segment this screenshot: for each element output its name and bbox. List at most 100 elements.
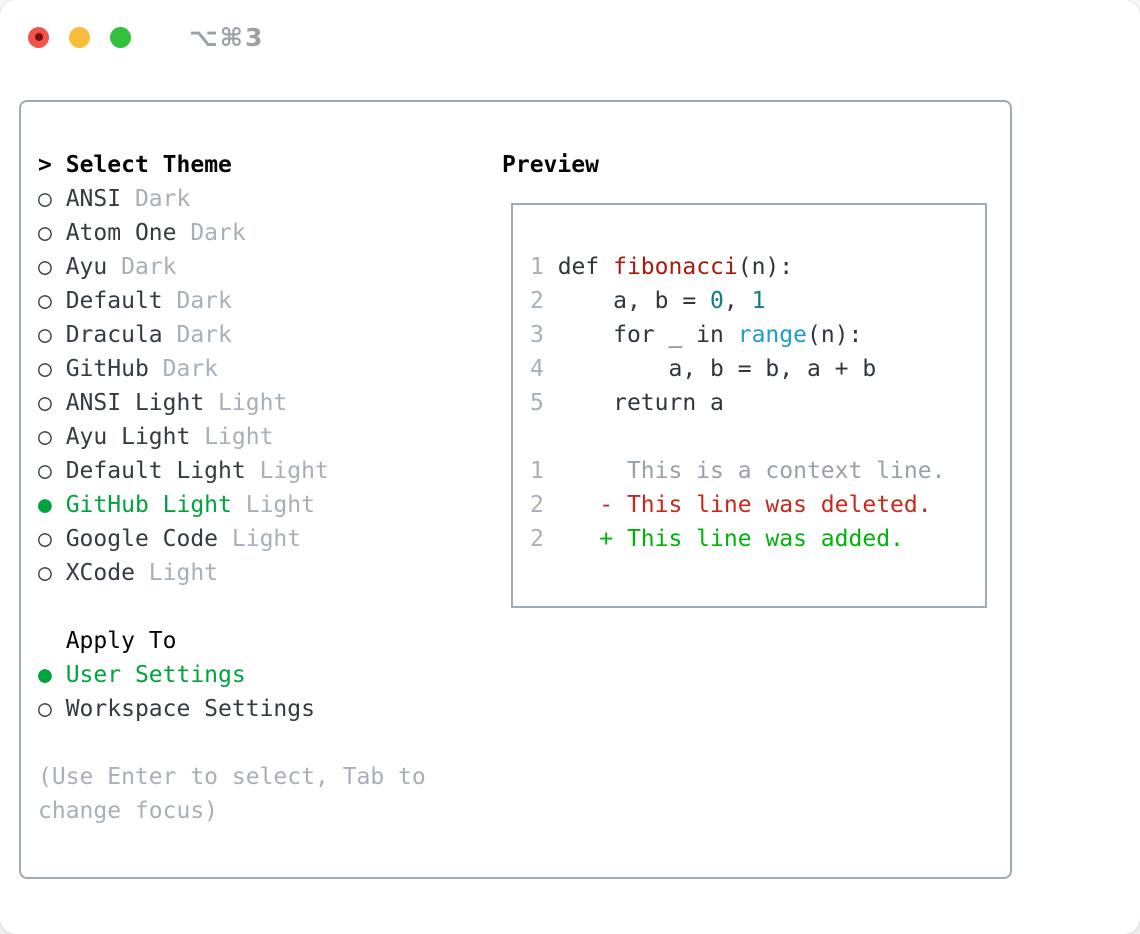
radio-icon: ○ <box>38 424 52 450</box>
code-token: , <box>723 288 752 314</box>
theme-picker-panel: > Select Theme ○ ANSI Dark○ Atom One Dar… <box>19 100 1012 879</box>
theme-variant-badge: Light <box>134 560 219 586</box>
radio-icon: ○ <box>38 356 52 382</box>
code-token: 0 <box>710 288 724 314</box>
theme-name: Default Light <box>51 458 246 484</box>
theme-option-row[interactable]: ○ ANSI Dark <box>38 182 458 216</box>
diff-line: 1 This is a context line. <box>530 454 985 488</box>
theme-name: Google Code <box>51 526 219 552</box>
theme-variant-badge: Dark <box>148 356 219 382</box>
radio-selected-icon: ● <box>38 492 52 518</box>
code-token: (n): <box>806 322 863 348</box>
apply-option-label: Workspace Settings <box>51 696 315 722</box>
code-line: 3 for _ in range(n): <box>530 318 985 352</box>
theme-variant-badge: Light <box>218 526 302 552</box>
spacer <box>38 726 458 760</box>
code-token: a, b = <box>543 288 711 314</box>
code-token: return a <box>543 390 724 416</box>
diff-line: 2 - This line was deleted. <box>530 488 985 522</box>
theme-option-row[interactable]: ○ Atom One Dark <box>38 216 458 250</box>
line-number: 1 <box>530 254 544 280</box>
radio-icon: ○ <box>38 254 52 280</box>
code-token: fibonacci <box>613 254 738 280</box>
theme-variant-badge: Dark <box>121 186 191 212</box>
theme-variant-badge: Light <box>190 424 274 450</box>
theme-option-row[interactable]: ○ XCode Light <box>38 556 458 590</box>
theme-name: GitHub Light <box>51 492 232 518</box>
code-token: (n): <box>737 254 794 280</box>
radio-icon: ○ <box>38 526 52 552</box>
code-line: 5 return a <box>530 386 985 420</box>
apply-option-row[interactable]: ○ Workspace Settings <box>38 692 458 726</box>
line-number: 2 <box>530 492 544 518</box>
line-number: 5 <box>530 390 544 416</box>
line-number: 2 <box>530 526 544 552</box>
theme-option-row[interactable]: ○ GitHub Dark <box>38 352 458 386</box>
theme-name: Dracula <box>51 322 163 348</box>
window-title: ⌥⌘3 <box>189 22 265 52</box>
theme-name: ANSI Light <box>51 390 205 416</box>
theme-variant-badge: Dark <box>176 220 246 246</box>
theme-variant-badge: Dark <box>107 254 177 280</box>
theme-name: ANSI <box>51 186 122 212</box>
radio-icon: ○ <box>38 288 52 314</box>
prompt-icon: > <box>38 152 52 178</box>
apply-to-title: Apply To <box>65 628 177 654</box>
code-line: 2 a, b = 0, 1 <box>530 284 985 318</box>
line-number: 2 <box>530 288 544 314</box>
code-token: def <box>543 254 614 280</box>
radio-icon: ○ <box>38 560 52 586</box>
radio-icon: ○ <box>38 186 52 212</box>
code-token: for _ in <box>543 322 738 348</box>
theme-name: XCode <box>51 560 135 586</box>
theme-variant-badge: Dark <box>162 288 232 314</box>
theme-option-row[interactable]: ● GitHub Light Light <box>38 488 458 522</box>
line-number: 1 <box>530 458 544 484</box>
theme-option-row[interactable]: ○ Dracula Dark <box>38 318 458 352</box>
hint-text: (Use Enter to select, Tab to change focu… <box>38 764 426 824</box>
theme-option-row[interactable]: ○ Default Light Light <box>38 454 458 488</box>
radio-icon: ○ <box>38 220 52 246</box>
code-line: 1 def fibonacci(n): <box>530 250 985 284</box>
radio-icon: ○ <box>38 390 52 416</box>
theme-option-row[interactable]: ○ Default Dark <box>38 284 458 318</box>
theme-name: Ayu Light <box>51 424 191 450</box>
radio-selected-icon: ● <box>38 662 52 688</box>
theme-variant-badge: Light <box>204 390 288 416</box>
apply-to-header: Apply To <box>38 624 458 658</box>
select-theme-title: Select Theme <box>65 152 232 178</box>
theme-option-row[interactable]: ○ Ayu Dark <box>38 250 458 284</box>
spacer <box>38 590 458 624</box>
code-token: This is a context line. <box>543 458 946 484</box>
line-number: 4 <box>530 356 544 382</box>
theme-option-row[interactable]: ○ ANSI Light Light <box>38 386 458 420</box>
spacer <box>530 420 985 454</box>
code-token: range <box>737 322 807 348</box>
line-number: 3 <box>530 322 544 348</box>
zoom-button[interactable] <box>110 26 131 48</box>
apply-option-row[interactable]: ● User Settings <box>38 658 458 692</box>
theme-name: Atom One <box>51 220 177 246</box>
minimize-button[interactable] <box>69 26 90 48</box>
diff-line: 2 + This line was added. <box>530 522 985 556</box>
preview-title: Preview <box>502 152 599 178</box>
theme-name: GitHub <box>51 356 149 382</box>
theme-option-row[interactable]: ○ Ayu Light Light <box>38 420 458 454</box>
theme-name: Ayu <box>51 254 108 280</box>
theme-name: Default <box>51 288 163 314</box>
theme-option-row[interactable]: ○ Google Code Light <box>38 522 458 556</box>
radio-icon: ○ <box>38 458 52 484</box>
code-token: + This line was added. <box>543 526 904 552</box>
theme-list: > Select Theme ○ ANSI Dark○ Atom One Dar… <box>38 148 458 828</box>
theme-variant-badge: Dark <box>162 322 232 348</box>
select-theme-header: > Select Theme <box>38 148 458 182</box>
code-token: - This line was deleted. <box>543 492 932 518</box>
radio-icon: ○ <box>38 322 52 348</box>
apply-option-label: User Settings <box>51 662 246 688</box>
code-token: 1 <box>751 288 766 314</box>
titlebar: ⌥⌘3 <box>0 0 1140 74</box>
close-button[interactable] <box>28 26 49 48</box>
